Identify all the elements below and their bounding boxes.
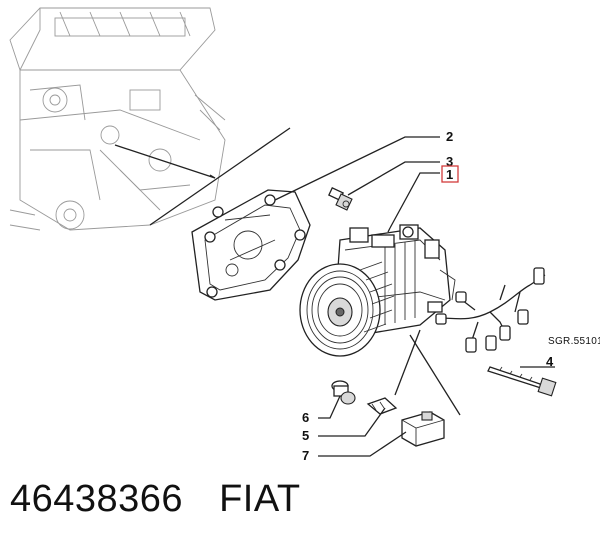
long-bolt-part-4 bbox=[487, 366, 557, 397]
clip-part-5 bbox=[366, 397, 398, 415]
fitting-part-6 bbox=[331, 380, 356, 405]
brand-name: FIAT bbox=[219, 478, 301, 520]
callout-5: 5 bbox=[302, 428, 309, 443]
callout-labels: 2 3 1 4 6 5 7 SGR.55101 bbox=[302, 129, 600, 463]
connector-lines bbox=[114, 127, 291, 226]
part-number: 46438366 bbox=[10, 478, 184, 520]
wiring-harness bbox=[435, 267, 546, 353]
connector-part-7 bbox=[401, 411, 445, 447]
callout-7: 7 bbox=[302, 448, 309, 463]
reference-code: SGR.55101 bbox=[548, 336, 600, 347]
engine-block-illustration bbox=[9, 7, 226, 231]
callout-2: 2 bbox=[446, 129, 453, 144]
callout-1: 1 bbox=[446, 167, 453, 182]
callout-6: 6 bbox=[302, 410, 309, 425]
leader-lines bbox=[274, 136, 555, 457]
callout-3: 3 bbox=[446, 154, 453, 169]
callout-4: 4 bbox=[546, 354, 554, 369]
part-caption: 46438366 FIAT bbox=[10, 478, 301, 521]
bolt-part-3 bbox=[328, 186, 353, 211]
callout-1-box bbox=[441, 165, 459, 183]
ac-compressor bbox=[299, 224, 456, 357]
mounting-bracket bbox=[191, 189, 311, 301]
